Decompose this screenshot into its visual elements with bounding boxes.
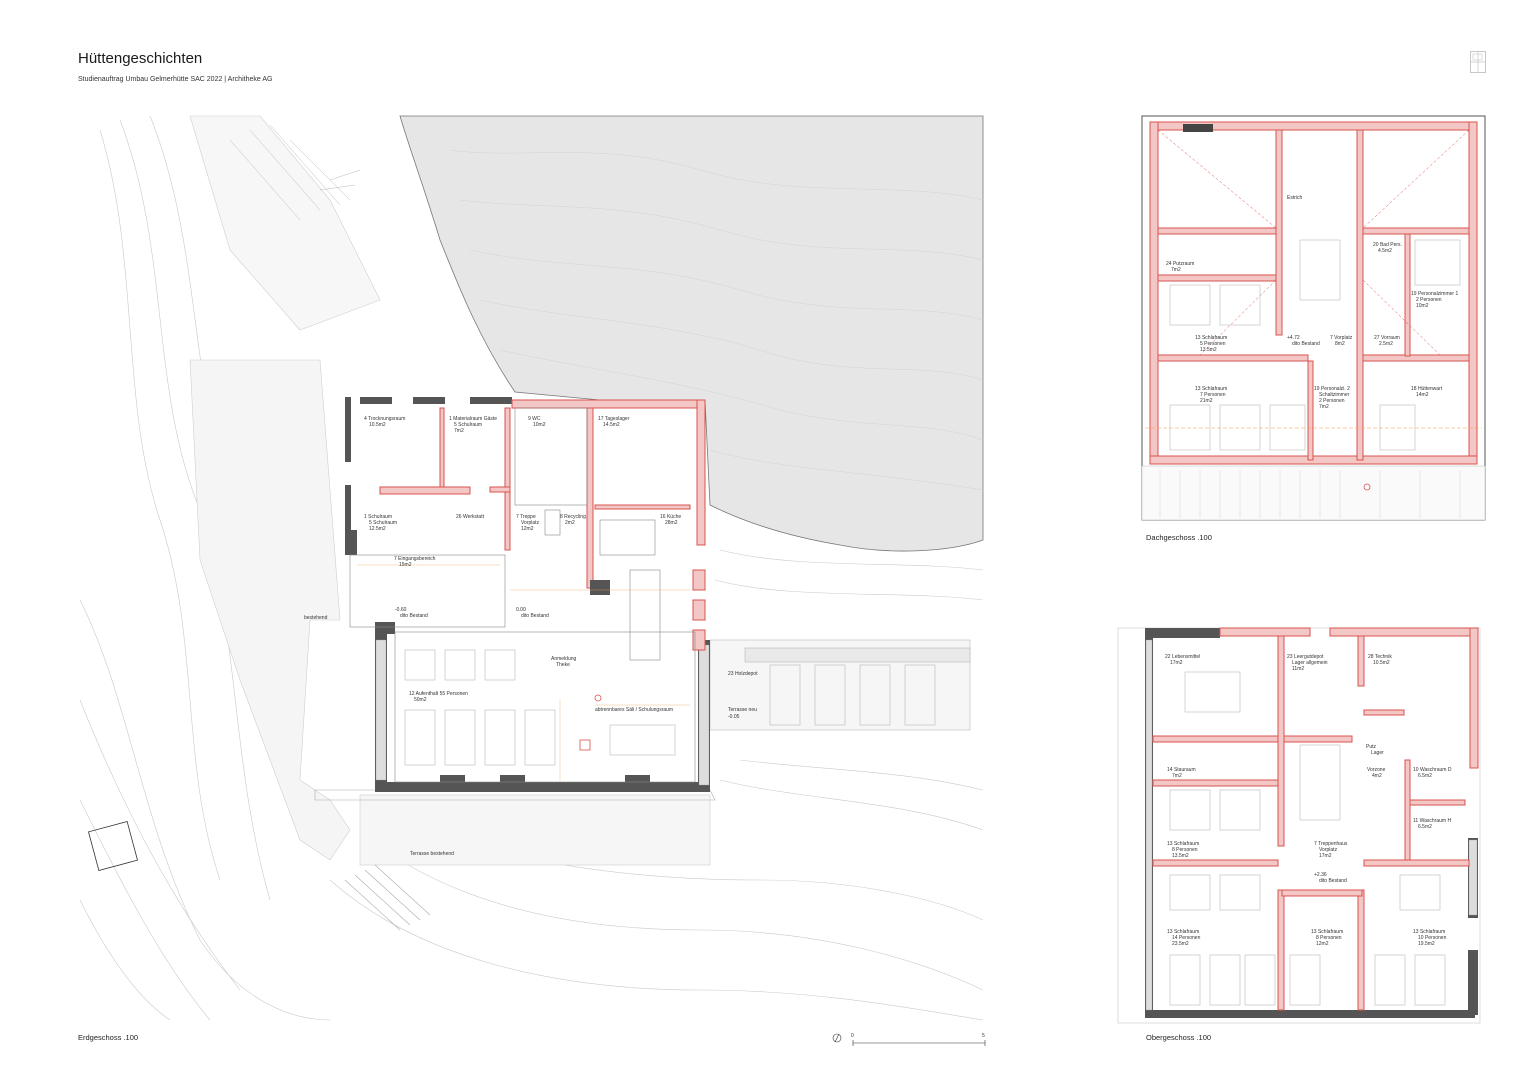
label-schulungsraum: abtrennbares Säli / Schulungsraum: [595, 707, 673, 713]
existing-terrain: [189, 359, 351, 861]
scale-bar: 0 5: [832, 1033, 986, 1046]
logo-icon: [1470, 51, 1486, 73]
rock-contours: [449, 149, 984, 491]
label-terrasse-neu-level: -0.05: [728, 714, 740, 720]
tables: [404, 649, 676, 766]
roof-room-label: 20 Bad Pers.4.5m2: [1373, 242, 1402, 254]
caption-upper-floor: Obergeschoss .100: [1146, 1033, 1212, 1042]
terrace-existing: [359, 794, 711, 866]
new-wall: [511, 399, 706, 409]
label-terrasse-bestehend: Terrasse bestehend: [410, 851, 454, 857]
ground-room-label: 26 Werkstatt: [456, 514, 485, 520]
label-bestehend: bestehend: [304, 615, 328, 621]
sheet-title: Hüttengeschichten: [78, 50, 203, 67]
scale-start: 0: [851, 1033, 854, 1039]
caption-roof-floor: Dachgeschoss .100: [1146, 533, 1212, 542]
label-holzdepot: 23 Holzdepot: [728, 671, 758, 677]
contour-lines: [79, 115, 984, 1021]
roof-room-label: Estrich: [1287, 195, 1303, 201]
label-terrasse-neu: Terrasse neu: [728, 707, 757, 713]
existing-walls: [345, 397, 710, 792]
rotated-square: [88, 821, 138, 871]
scale-end: 5: [982, 1033, 985, 1039]
sheet-subtitle: Studienauftrag Umbau Gelmerhütte SAC 202…: [78, 76, 273, 83]
caption-ground-floor: Erdgeschoss .100: [78, 1033, 139, 1042]
